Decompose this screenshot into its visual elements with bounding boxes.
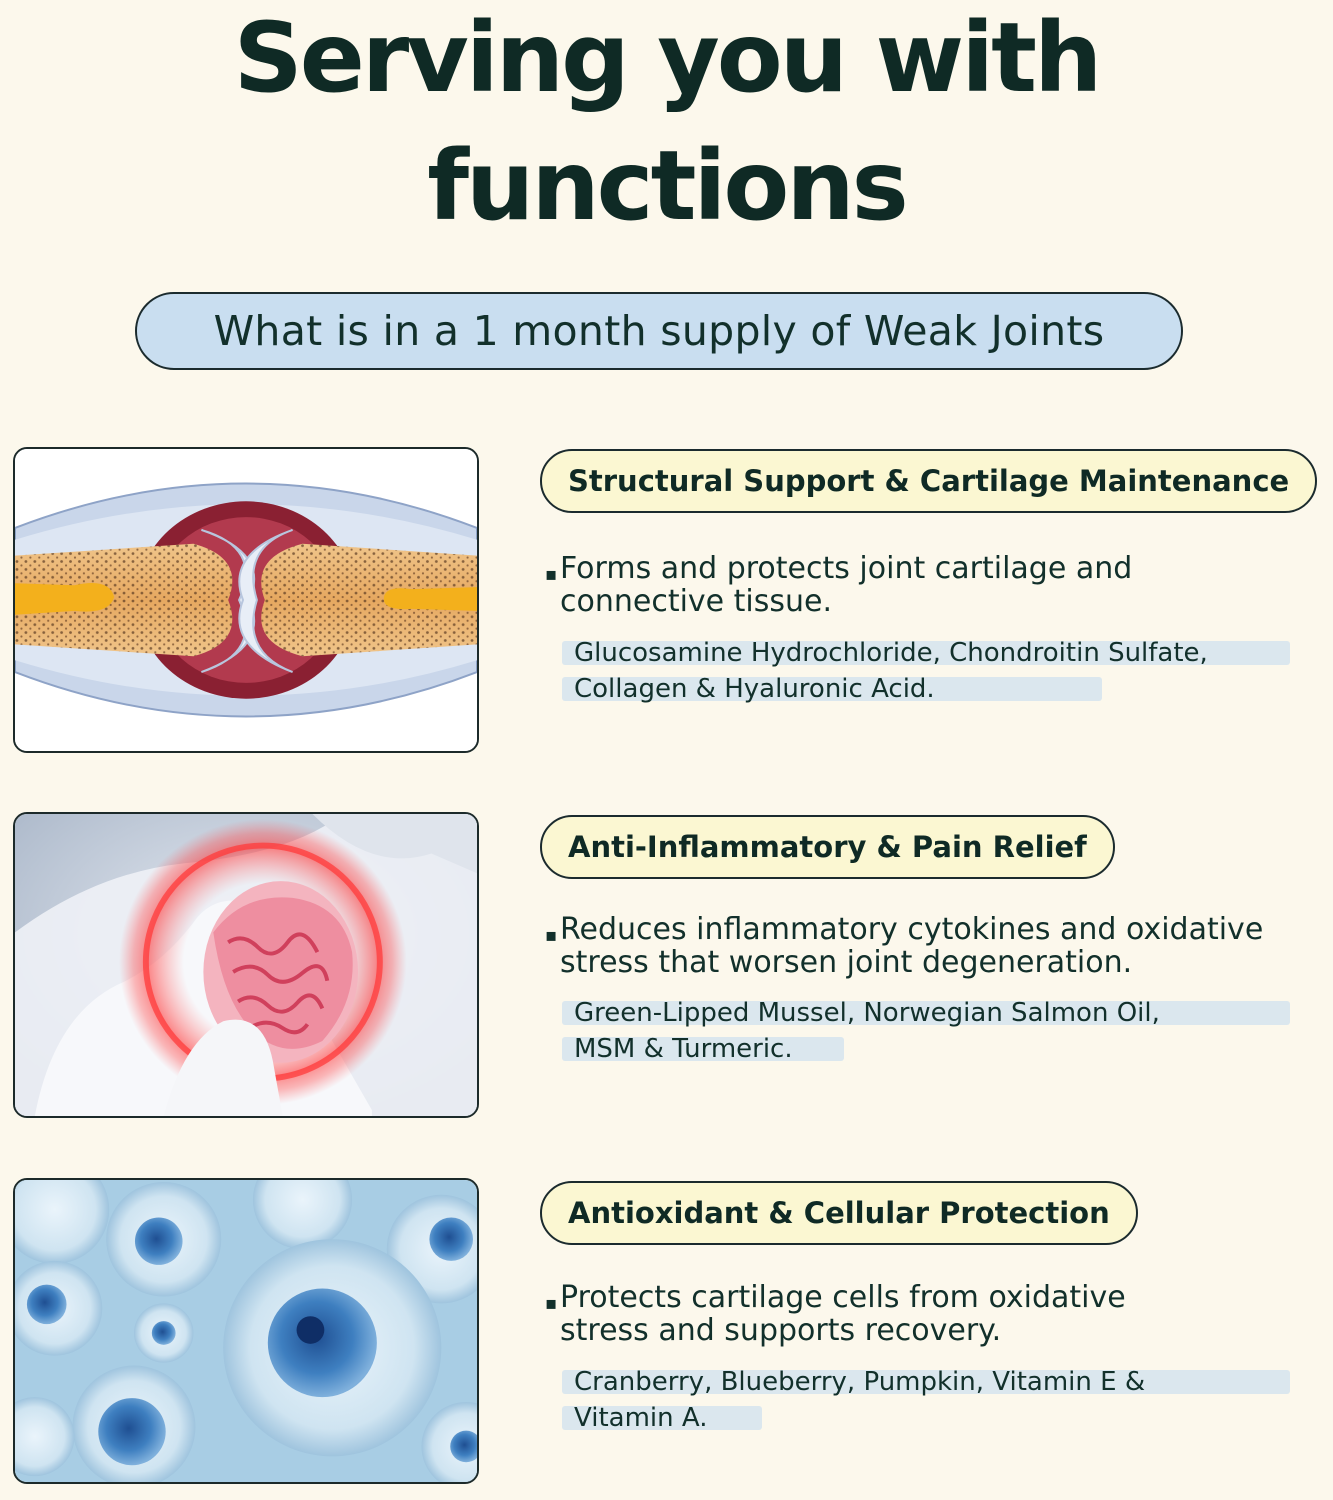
joint-cartilage-image: [13, 447, 479, 753]
heading-antioxidant: Antioxidant & Cellular Protection: [540, 1181, 1138, 1245]
inflamed-joint-image: [13, 812, 479, 1118]
description-line: stress and supports recovery.: [560, 1313, 1002, 1348]
ingredient-line: Green-Lipped Mussel, Norwegian Salmon Oi…: [574, 998, 1160, 1028]
description-line: Protects cartilage cells from oxidative: [560, 1280, 1126, 1315]
description-line: stress that worsen joint degeneration.: [560, 945, 1133, 980]
heading-structural-support: Structural Support & Cartilage Maintenan…: [540, 449, 1318, 513]
ingredient-line: Collagen & Hyaluronic Acid.: [574, 674, 935, 704]
cartilage-cells-image: [13, 1178, 479, 1484]
page-title-line2: functions: [427, 130, 909, 242]
ingredient-line: Glucosamine Hydrochloride, Chondroitin S…: [574, 638, 1208, 668]
heading-anti-inflammatory: Anti-Inflammatory & Pain Relief: [540, 815, 1115, 879]
bullet-icon: ▪: [545, 925, 558, 946]
description-line: Forms and protects joint cartilage and: [560, 551, 1133, 586]
ingredient-line: Cranberry, Blueberry, Pumpkin, Vitamin E…: [574, 1367, 1146, 1397]
page-title-line1: Serving you with: [233, 2, 1103, 114]
subtitle-banner: What is in a 1 month supply of Weak Join…: [135, 292, 1183, 370]
ingredient-line: Vitamin A.: [574, 1403, 708, 1433]
bullet-icon: ▪: [545, 1293, 558, 1314]
bullet-icon: ▪: [545, 564, 558, 585]
joint-cartilage-icon: [15, 449, 477, 751]
ingredient-line: MSM & Turmeric.: [574, 1034, 793, 1064]
description-line: Reduces inflammatory cytokines and oxida…: [560, 912, 1264, 947]
inflamed-joint-icon: [15, 814, 477, 1116]
description-line: connective tissue.: [560, 584, 833, 619]
cartilage-cells-icon: [15, 1180, 477, 1482]
